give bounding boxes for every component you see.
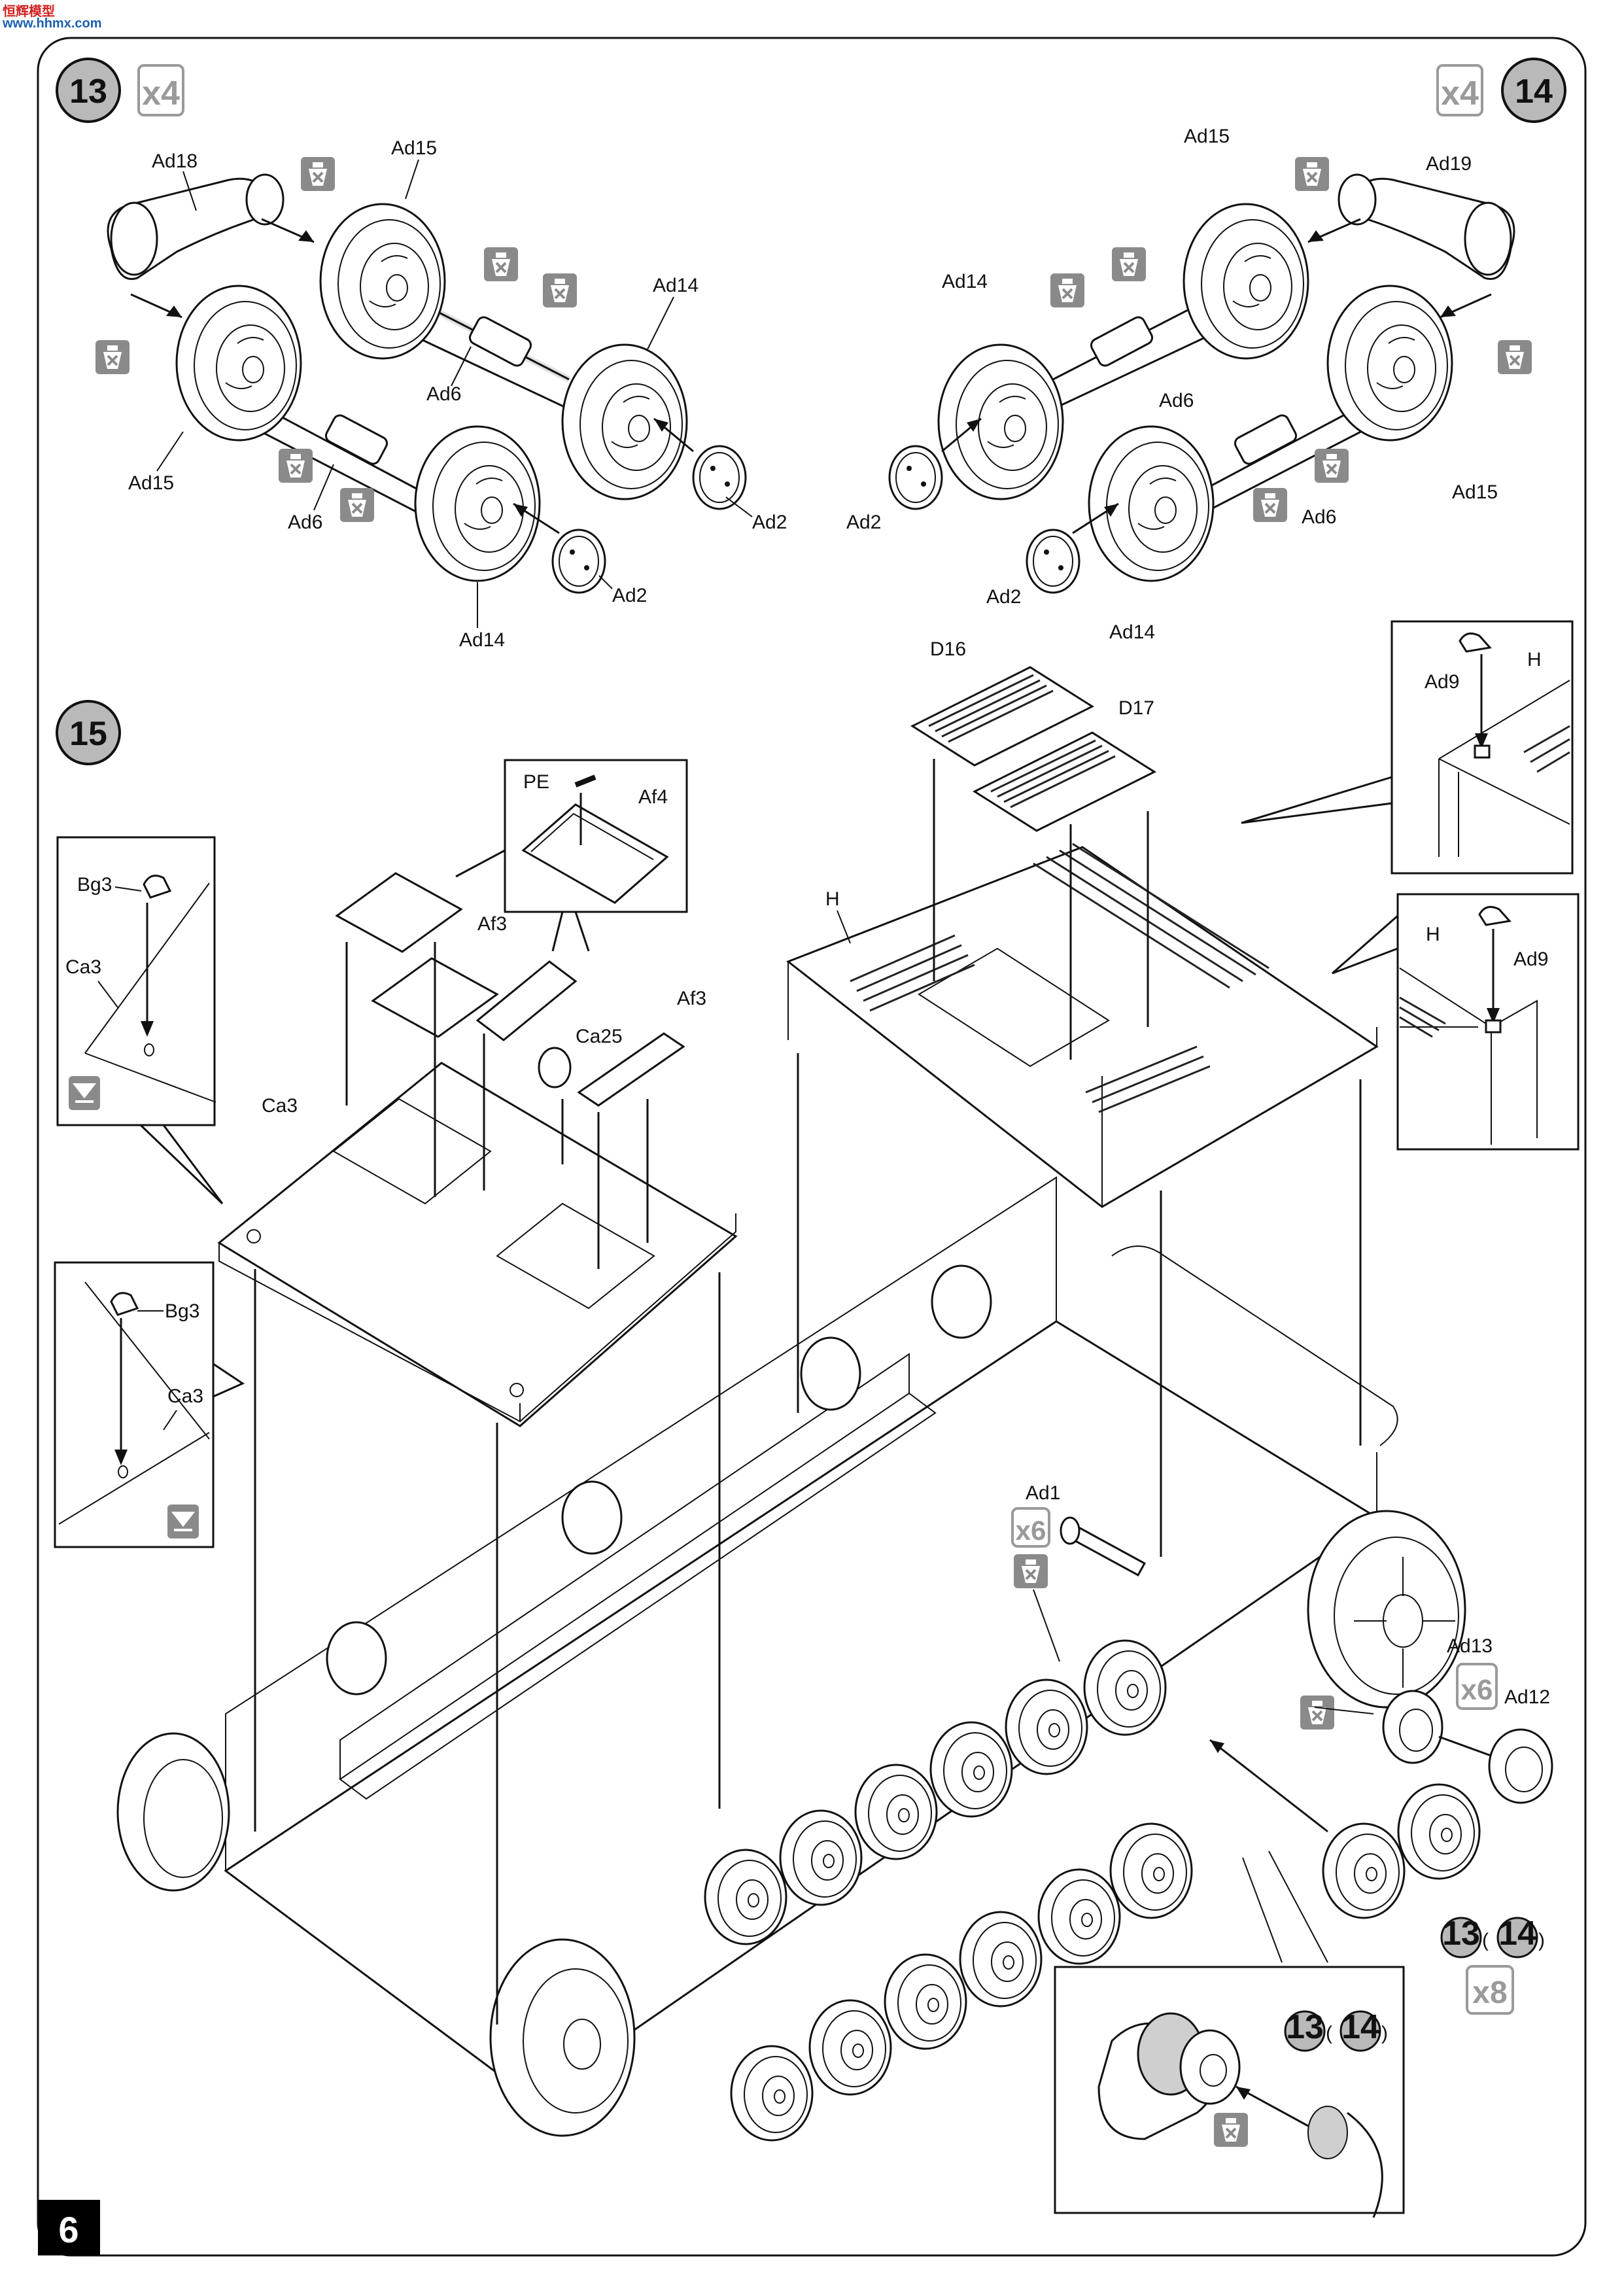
svg-text:x8: x8 <box>1472 1975 1507 2010</box>
svg-text:Ca25: Ca25 <box>576 1026 623 1047</box>
svg-text:Ca3: Ca3 <box>167 1385 203 1407</box>
svg-text:x6: x6 <box>1461 1674 1493 1706</box>
label-ad2: Ad2 <box>752 512 787 533</box>
label-ad14: Ad14 <box>653 275 699 296</box>
svg-text:Ad13: Ad13 <box>1447 1635 1493 1657</box>
svg-text:D16: D16 <box>930 638 966 660</box>
svg-text:Ad9: Ad9 <box>1513 948 1548 970</box>
svg-text:Af3: Af3 <box>677 988 706 1009</box>
svg-text:D17: D17 <box>1118 697 1154 719</box>
step-13-header: 13 x4 <box>56 58 184 123</box>
grills: D16 D17 <box>910 638 1157 1060</box>
svg-text:Af4: Af4 <box>638 786 668 808</box>
label-ad15: Ad15 <box>128 472 174 494</box>
step-13-assembly: Ad18 Ad15 Ad14 Ad6 Ad15 Ad6 Ad2 Ad2 Ad14 <box>94 137 787 651</box>
svg-text:(: ( <box>1482 1930 1489 1951</box>
svg-text:): ) <box>1381 2023 1388 2044</box>
label-ad6: Ad6 <box>288 512 322 533</box>
svg-text:H: H <box>825 888 840 910</box>
ad1-part: Ad1 x6 <box>1011 1482 1147 1662</box>
svg-text:6: 6 <box>58 2209 78 2250</box>
step-15-header: 15 <box>56 700 121 765</box>
svg-text:PE: PE <box>523 771 549 793</box>
inset-bg3-top: Bg3 Ca3 <box>56 836 224 1205</box>
label-ad15: Ad15 <box>1452 481 1498 503</box>
svg-text:x6: x6 <box>1016 1515 1046 1546</box>
svg-text:H: H <box>1527 649 1542 670</box>
svg-text:(: ( <box>1326 2023 1332 2044</box>
svg-text:): ) <box>1538 1930 1545 1951</box>
label-ad15: Ad15 <box>1184 126 1230 147</box>
svg-text:13: 13 <box>1442 1915 1480 1953</box>
label-ad19: Ad19 <box>1426 153 1472 175</box>
svg-text:Ca3: Ca3 <box>262 1095 298 1117</box>
label-ad6: Ad6 <box>1159 390 1194 411</box>
svg-text:x4: x4 <box>142 75 180 113</box>
roadwheel-pair: 13 ( 14 ) x8 <box>1209 1739 1545 2015</box>
label-ad15: Ad15 <box>391 137 437 159</box>
detail-inset: 13 ( 14 ) <box>1054 1851 1405 2218</box>
page-number-tab: 6 <box>38 2200 100 2255</box>
svg-text:x4: x4 <box>1441 75 1479 113</box>
svg-text:恒辉模型: 恒辉模型 <box>3 3 55 19</box>
hatch-parts: Af3 Ca25 Af3 <box>335 872 706 1269</box>
svg-text:Ad9: Ad9 <box>1425 671 1459 693</box>
inset-ad9-bottom: Ad9 H <box>1332 893 1580 1151</box>
svg-text:H: H <box>1426 924 1440 945</box>
idler-wheel <box>1307 1510 1466 1709</box>
svg-text:Bg3: Bg3 <box>165 1300 199 1322</box>
inset-ad9-top: Ad9 H <box>1241 620 1574 875</box>
inset-pe-af4: PE Af4 <box>455 759 688 952</box>
step-15-badge <box>56 700 121 765</box>
svg-text:14: 14 <box>1515 73 1553 111</box>
svg-text:Ca3: Ca3 <box>65 956 101 978</box>
label-ad6: Ad6 <box>1302 506 1336 528</box>
label-ad2: Ad2 <box>986 586 1021 608</box>
svg-text:Bg3: Bg3 <box>77 874 112 896</box>
ad12-ad13-parts: Ad13 Ad12 x6 <box>1299 1635 1553 1804</box>
svg-text:Ad1: Ad1 <box>1026 1482 1060 1504</box>
engine-deck-h: H <box>786 843 1379 1208</box>
step-14-header: x4 14 <box>1436 58 1566 123</box>
inset-bg3-bottom: Bg3 Ca3 <box>54 1261 245 1548</box>
label-ad2: Ad2 <box>612 585 647 606</box>
label-ad14: Ad14 <box>1109 621 1155 643</box>
svg-text:Ad12: Ad12 <box>1504 1686 1550 1708</box>
drive-sprocket <box>489 1938 636 2137</box>
step-14-badge <box>1501 58 1566 123</box>
rear-sprocket <box>116 1732 230 1892</box>
step-14-assembly: Ad15 Ad19 Ad14 Ad6 Ad15 Ad6 Ad2 Ad2 Ad14 <box>846 126 1533 643</box>
publisher-logo: 恒辉模型 www.hhmx.com <box>2 3 102 31</box>
svg-text:13: 13 <box>1286 2008 1324 2046</box>
label-ad14: Ad14 <box>942 271 988 292</box>
svg-text:www.hhmx.com: www.hhmx.com <box>2 16 102 31</box>
svg-text:Af3: Af3 <box>477 913 507 935</box>
step-13-badge <box>56 58 121 123</box>
svg-text:14: 14 <box>1341 2008 1379 2046</box>
svg-text:15: 15 <box>69 715 107 753</box>
ca3-deck: Ca3 <box>217 1062 738 1427</box>
label-ad18: Ad18 <box>152 150 198 172</box>
label-ad14: Ad14 <box>459 629 505 651</box>
svg-text:13: 13 <box>69 73 107 111</box>
svg-text:14: 14 <box>1498 1915 1536 1953</box>
label-ad2: Ad2 <box>846 512 881 533</box>
page-frame <box>37 37 1587 2257</box>
label-ad6: Ad6 <box>426 383 461 405</box>
hull <box>116 1053 1466 2142</box>
